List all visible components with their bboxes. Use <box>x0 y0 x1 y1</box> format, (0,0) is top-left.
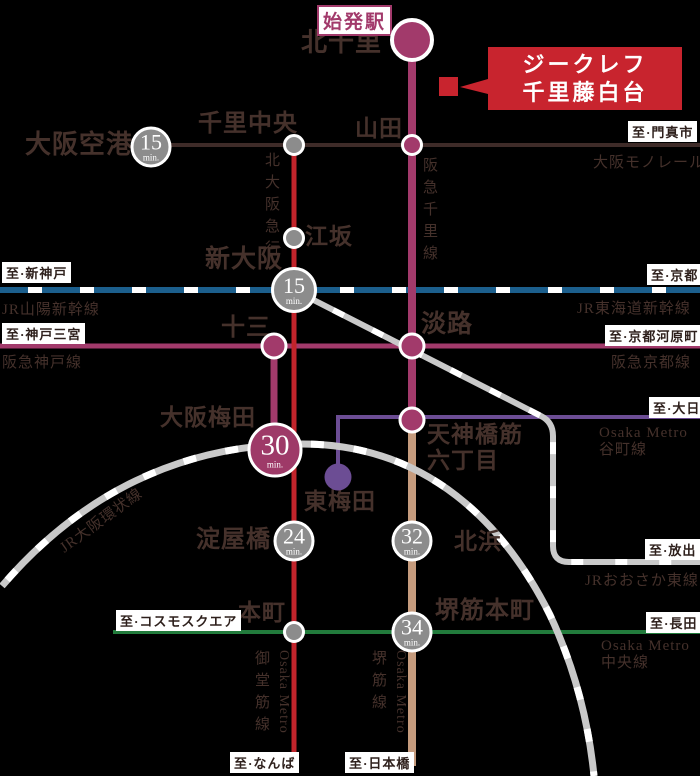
line-label-hankyu-kyoto: 阪急京都線 <box>611 355 692 371</box>
line-label-jr-osaka-higashi: JRおおさか東線 <box>585 573 699 589</box>
line-label-midosuji-kanji: 御堂筋線 <box>253 650 269 738</box>
line-label-sakaisuji-kanji: 堺筋線 <box>370 650 386 716</box>
destination-label-nagata: 至·長田 <box>646 612 700 633</box>
time-badge-shin-osaka-value: 15 <box>283 272 305 298</box>
destination-label-namba: 至·なんば <box>230 752 300 773</box>
property-name-box: ジークレフ 千里藤白台 <box>488 47 682 110</box>
destination-label-kyoto: 至·京都 <box>647 264 700 285</box>
station-label-esaka: 江坂 <box>305 224 353 249</box>
destination-label-kadoma: 至·門真市 <box>628 121 698 142</box>
line-label-tanimachi-line1: Osaka Metro <box>599 425 688 441</box>
station-dot-tenjimbashisuji <box>398 406 426 434</box>
station-label-yodoyabashi: 淀屋橋 <box>196 527 271 553</box>
time-badge-kitahama: 32 min. <box>391 520 433 562</box>
station-label-osaka-umeda: 大阪梅田 <box>160 405 256 430</box>
time-badge-sakaisuji-hommachi-value: 34 <box>401 614 423 640</box>
station-label-osaka-airport: 大阪空港 <box>25 130 134 159</box>
time-badge-osaka-airport-unit: min. <box>142 152 160 163</box>
tanimachi-line <box>336 415 700 477</box>
station-dot-awaji <box>398 332 426 360</box>
station-label-tenjimbashisuji-line2: 六丁目 <box>427 448 499 474</box>
time-badge-yodoyabashi-value: 24 <box>283 523 305 549</box>
time-badge-osaka-umeda-value: 30 <box>260 429 290 461</box>
line-label-tanimachi-line2: 谷町線 <box>599 442 648 459</box>
line-label-kita-osaka-kyuko: 北大阪急行 <box>263 152 279 262</box>
station-label-higashi-umeda: 東梅田 <box>304 489 376 514</box>
line-label-chuo-line1: Osaka Metro <box>601 638 690 654</box>
station-label-awaji: 淡路 <box>421 311 474 338</box>
time-badge-yodoyabashi: 24 min. <box>273 520 315 562</box>
jr-loop-line <box>0 440 598 776</box>
line-label-chuo-line2: 中央線 <box>601 655 650 672</box>
station-label-hommachi: 本町 <box>238 600 286 625</box>
destination-label-dainichi: 至·大日 <box>649 397 700 418</box>
station-dot-hommachi <box>283 621 305 643</box>
station-label-sakaisuji-hommachi: 堺筋本町 <box>435 598 535 624</box>
time-badge-yodoyabashi-unit: min. <box>285 546 303 557</box>
time-badge-osaka-umeda-unit: min. <box>266 459 284 469</box>
time-badge-osaka-airport: 15 min. <box>130 126 172 168</box>
time-badge-kitahama-value: 32 <box>401 523 423 549</box>
time-badge-sakaisuji-hommachi-unit: min. <box>403 637 421 648</box>
station-dot-higashi-umeda <box>324 463 352 491</box>
line-label-jr-sanyo: JR山陽新幹線 <box>2 302 100 318</box>
time-badge-shin-osaka: 15 min. <box>271 267 317 313</box>
station-label-shin-osaka: 新大阪 <box>205 246 284 273</box>
station-dot-senrichuo <box>283 134 305 156</box>
destination-label-hanaten: 至·放出 <box>645 539 700 560</box>
time-badge-shin-osaka-unit: min. <box>285 295 303 306</box>
station-label-juso: 十三 <box>221 315 271 341</box>
destination-label-cosmosquare: 至·コスモスクエア <box>116 610 242 631</box>
time-badge-sakaisuji-hommachi: 34 min. <box>391 611 433 653</box>
station-label-tenjimbashisuji: 天神橋筋 六丁目 <box>427 422 523 474</box>
start-station-badge: 始発駅 <box>317 5 393 36</box>
station-label-senrichuo: 千里中央 <box>198 111 298 137</box>
line-label-tanimachi: Osaka Metro 谷町線 <box>599 425 688 459</box>
destination-label-kyoto-kawaramachi: 至·京都河原町 <box>605 325 700 346</box>
jr-osaka-higashi-dashes <box>292 287 700 565</box>
property-name-line1: ジークレフ <box>522 52 648 77</box>
line-label-sakaisuji: 堺筋線 Osaka Metro <box>368 650 408 734</box>
line-label-chuo: Osaka Metro 中央線 <box>601 638 690 672</box>
line-label-monorail: 大阪モノレール <box>593 155 700 171</box>
time-badge-osaka-umeda: 30 min. <box>247 422 303 478</box>
line-label-jr-tokaido: JR東海道新幹線 <box>577 301 691 317</box>
station-label-kitahama: 北浜 <box>454 529 502 554</box>
property-name-line2: 千里藤白台 <box>522 79 648 105</box>
line-label-hankyu-senri: 阪急千里線 <box>421 157 437 267</box>
destination-label-kobe-sannomiya: 至·神戸三宮 <box>2 323 86 344</box>
station-dot-yamada <box>401 134 423 156</box>
line-label-sakaisuji-latin: Osaka Metro <box>393 650 408 734</box>
station-label-yamada: 山田 <box>355 116 403 141</box>
destination-label-shin-kobe: 至·新神戸 <box>2 262 72 283</box>
station-dot-juso <box>260 332 288 360</box>
destination-label-nipponbashi: 至·日本橋 <box>345 752 415 773</box>
station-dot-kitasenri <box>390 18 434 62</box>
line-label-midosuji-latin: Osaka Metro <box>276 650 291 734</box>
station-label-tenjimbashisuji-line1: 天神橋筋 <box>427 422 523 447</box>
time-badge-kitahama-unit: min. <box>403 546 421 557</box>
property-callout-pointer-icon <box>460 79 488 94</box>
line-label-hankyu-kobe: 阪急神戸線 <box>2 355 83 371</box>
station-dot-esaka <box>283 227 305 249</box>
time-badge-osaka-airport-value: 15 <box>140 129 162 155</box>
line-label-midosuji: 御堂筋線 Osaka Metro <box>251 650 291 738</box>
property-location-marker <box>439 77 458 96</box>
